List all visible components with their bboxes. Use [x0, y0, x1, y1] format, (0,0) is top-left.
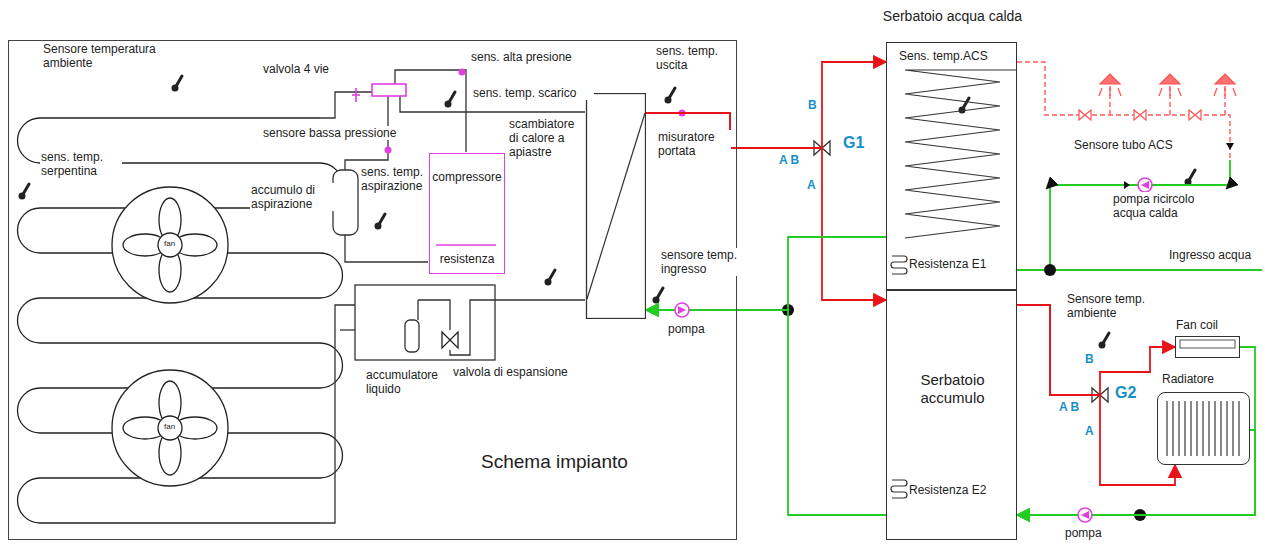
flow-arrow [1226, 143, 1234, 150]
port-letter: G1 [842, 134, 865, 153]
port-letter: G2 [1114, 384, 1137, 403]
hot-water-tank: Serbatoio acqua caldaSens. temp.ACSResis… [886, 42, 1017, 290]
node-title: Serbatoio accumulo [897, 371, 1008, 406]
pump-symbol [675, 178, 1152, 522]
part-label: Sensore temperatura ambiente [42, 42, 184, 70]
shower-head [1099, 74, 1236, 96]
node-text: Resistenza E1 [909, 257, 1014, 271]
part-label: pompa ricircolo acqua calda [1112, 192, 1214, 220]
radiator: Radiatore [1157, 392, 1250, 465]
port-letter: A B [1058, 400, 1080, 414]
port-letter: B [1084, 352, 1095, 366]
return-pipe [646, 237, 886, 310]
part-label: sens. temp. scarico [472, 86, 594, 100]
fan [112, 187, 228, 303]
supply-pipe [1017, 305, 1175, 485]
tank-coil [905, 70, 1017, 238]
port-letter: A [806, 178, 817, 192]
coil-winding [905, 70, 1017, 238]
port-letter: A B [778, 153, 800, 167]
suction-accumulator [333, 170, 358, 235]
immersion-heater [891, 256, 907, 498]
part-label: pompa [1064, 526, 1108, 540]
tap-valve [1079, 110, 1201, 120]
supply-pipe [646, 113, 886, 300]
pump-arrow [678, 181, 1149, 519]
part-label: Sensore tubo ACS [1073, 138, 1195, 152]
flow-arrow [1124, 181, 1130, 189]
part-label: Sensore temp. ambiente [1066, 292, 1158, 320]
pressure-sensor [385, 69, 466, 154]
part-label: sens. temp. serpentina [40, 150, 122, 178]
exchanger-plate [587, 94, 646, 319]
node-title: Fan coil [1176, 318, 1246, 332]
port-letter: B [807, 98, 818, 112]
temperature-sensor [19, 76, 1196, 349]
node-title: Serbatoio acqua calda [847, 8, 1058, 25]
exchanger-diagonal [587, 113, 645, 299]
part-label: sensore bassa pressione [262, 126, 412, 140]
part-label: pompa [667, 322, 711, 336]
plate-heat-exchanger: scambiatore di calore a apiastre [509, 93, 646, 319]
part-label: Ingresso acqua [1168, 248, 1265, 262]
valve-symbol [814, 141, 1108, 402]
outdoor-unit: Schema impianto compressore resistenza scam… [8, 40, 737, 540]
hot-water-pipe [1017, 62, 1230, 160]
node-title: scambiatore di calore a apiastre [509, 117, 583, 159]
part-label: sensore temp. ingresso [660, 248, 748, 276]
port-letter: A [1084, 424, 1095, 438]
compressor-box: compressore resistenza [429, 153, 505, 274]
node-text: Resistenza E2 [909, 483, 1014, 497]
part-label: valvola 4 vie [262, 62, 354, 76]
part-label: fan [163, 239, 176, 248]
node-title: Radiatore [1162, 372, 1252, 386]
fan-coil-grille [1180, 340, 1235, 348]
node-text: Sens. temp.ACS [899, 49, 1011, 63]
part-label: sens. temp. aspirazione [360, 165, 428, 193]
fan [112, 370, 228, 486]
expansion-valve [442, 332, 458, 348]
coil-tube [18, 118, 343, 523]
fan-coil-unit: Fan coil [1175, 336, 1240, 358]
part-label: fan [163, 422, 176, 431]
liquid-receiver [405, 320, 419, 352]
return-pipe [646, 310, 886, 515]
four-way-valve [352, 84, 406, 102]
buffer-tank: Serbatoio accumuloResistenza E2 [886, 290, 1017, 540]
part-label: valvola di espansione [452, 365, 584, 379]
part-label: accumulo di aspirazione [250, 183, 334, 211]
part-label: sens. alta presione [470, 50, 592, 64]
node-title: Schema impianto [481, 451, 681, 473]
return-pipe [1017, 430, 1255, 515]
radiator-fins [1165, 401, 1242, 456]
return-pipe [1017, 347, 1255, 515]
crankcase-heater [436, 244, 496, 245]
part-label: accumulatore liquido [365, 368, 449, 396]
part-label: misuratore portata [657, 130, 731, 158]
evaporator-coil [18, 118, 343, 523]
part-label: sens. temp. uscita [655, 44, 735, 72]
node-text: resistenza [431, 252, 503, 266]
node-title: compressore [431, 170, 503, 184]
